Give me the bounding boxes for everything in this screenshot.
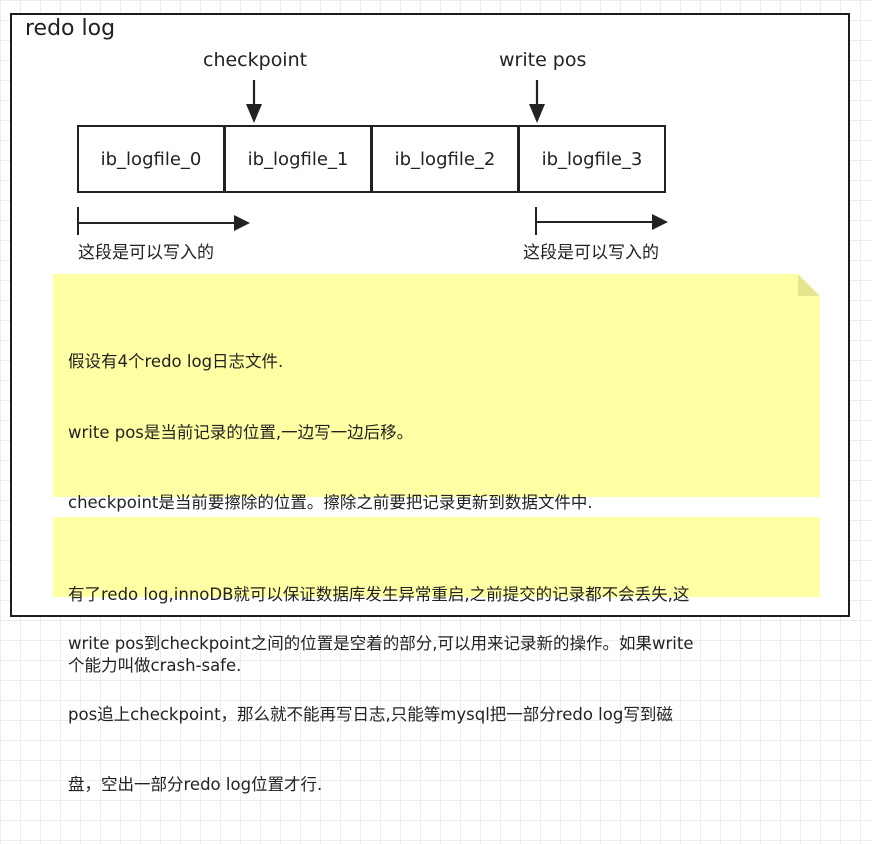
frame-title: redo log — [25, 16, 116, 41]
logfile-label-1: ib_logfile_1 — [247, 148, 349, 170]
note-line: write pos是当前记录的位置,一边写一边后移。 — [68, 422, 414, 442]
write-pos-down-arrow — [529, 80, 545, 123]
note-line: checkpoint是当前要擦除的位置。擦除之前要把记录更新到数据文件中. — [68, 493, 593, 512]
note-line: 有了redo log,innoDB就可以保证数据库发生异常重启,之前提交的记录都… — [68, 585, 690, 604]
write-pos-label: write pos — [499, 49, 587, 71]
right-writable-arrow — [535, 207, 668, 235]
explanation-note: 假设有4个redo log日志文件. write pos是当前记录的位置,一边写… — [53, 274, 820, 794]
crash-safe-note-text: 有了redo log,innoDB就可以保证数据库发生异常重启,之前提交的记录都… — [68, 536, 689, 724]
logfile-row: ib_logfile_0 ib_logfile_1 ib_logfile_2 i… — [77, 125, 666, 193]
logfile-label-3: ib_logfile_3 — [541, 148, 643, 170]
logfile-box-1: ib_logfile_1 — [224, 125, 372, 193]
logfile-label-2: ib_logfile_2 — [394, 148, 496, 170]
writable-label-right: 这段是可以写入的 — [523, 243, 659, 263]
logfile-box-2: ib_logfile_2 — [371, 125, 519, 193]
checkpoint-label: checkpoint — [203, 49, 308, 71]
note-line: 个能力叫做crash-safe. — [68, 655, 242, 675]
logfile-label-0: ib_logfile_0 — [100, 148, 202, 170]
logfile-box-3: ib_logfile_3 — [518, 125, 666, 193]
crash-safe-note: 有了redo log,innoDB就可以保证数据库发生异常重启,之前提交的记录都… — [53, 517, 820, 675]
arrows-layer — [77, 80, 668, 235]
left-writable-arrow — [77, 207, 250, 235]
writable-label-left: 这段是可以写入的 — [78, 243, 214, 263]
note-line: 假设有4个redo log日志文件. — [68, 352, 284, 371]
logfile-box-0: ib_logfile_0 — [77, 125, 225, 193]
checkpoint-down-arrow — [246, 80, 262, 123]
note-line: 盘，空出一部分redo log位置才行. — [68, 775, 323, 794]
note-fold-icon — [798, 274, 820, 296]
